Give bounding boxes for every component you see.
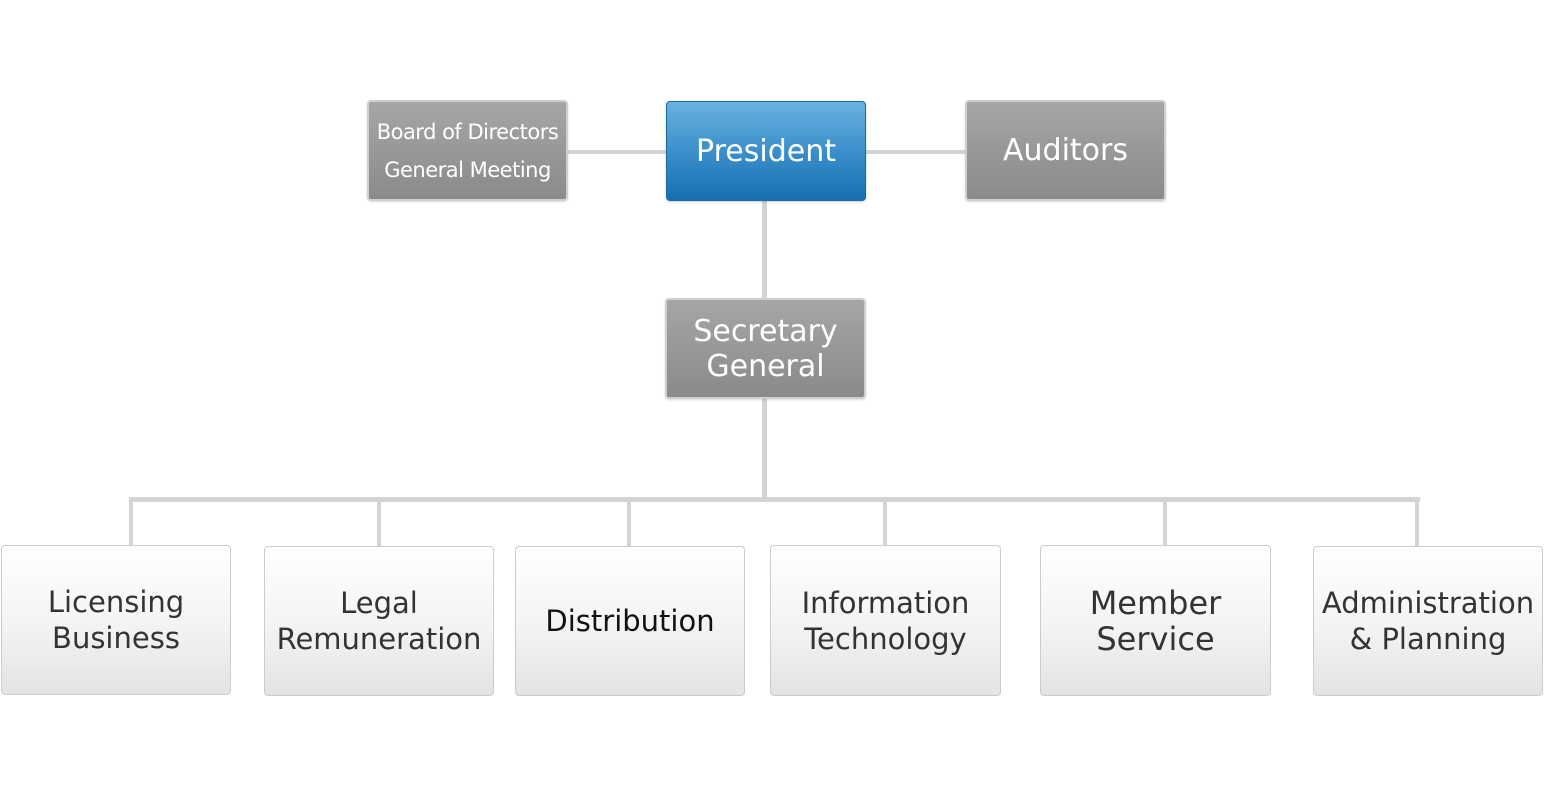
department-information-technology: Information Technology: [770, 545, 1001, 696]
department-line2: Business: [52, 621, 180, 655]
connector-department-bus: [129, 497, 1420, 502]
general-label: General: [706, 348, 825, 384]
department-line2: Service: [1096, 619, 1215, 658]
secretary-label: Secretary: [693, 313, 838, 349]
connector-secretary-bus: [762, 398, 767, 500]
department-member-service: Member Service: [1040, 545, 1271, 696]
connector-drop-distribution: [627, 500, 631, 547]
general-meeting-label: General Meeting: [384, 157, 551, 182]
department-line1: Licensing: [47, 585, 185, 619]
connector-board-president: [567, 150, 667, 154]
department-licensing-business: Licensing Business: [1, 545, 231, 695]
department-distribution: Distribution: [515, 546, 745, 696]
department-legal-remuneration: Legal Remuneration: [264, 546, 494, 696]
board-of-directors-label: Board of Directors: [376, 119, 559, 144]
department-line1: Administration: [1321, 586, 1535, 620]
department-line1: Information: [801, 585, 970, 620]
connector-drop-legal: [377, 500, 381, 547]
board-of-directors-box: Board of Directors General Meeting: [367, 100, 568, 201]
connector-president-secretary: [762, 200, 767, 300]
auditors-label: Auditors: [1003, 133, 1128, 168]
auditors-box: Auditors: [965, 100, 1166, 201]
president-box: President: [666, 101, 866, 201]
department-line1: Distribution: [545, 604, 715, 638]
department-line2: Technology: [804, 621, 967, 656]
department-administration-planning: Administration & Planning: [1313, 546, 1543, 696]
department-line1: Member: [1089, 583, 1222, 622]
connector-drop-member: [1163, 500, 1167, 546]
connector-drop-licensing: [129, 500, 133, 546]
secretary-general-box: Secretary General: [665, 298, 866, 399]
connector-drop-it: [883, 500, 887, 546]
president-label: President: [696, 133, 836, 169]
department-line2: & Planning: [1349, 622, 1507, 656]
connector-president-auditors: [865, 150, 967, 154]
department-line2: Remuneration: [276, 622, 482, 656]
department-line1: Legal: [340, 586, 418, 620]
connector-drop-admin: [1415, 500, 1419, 547]
